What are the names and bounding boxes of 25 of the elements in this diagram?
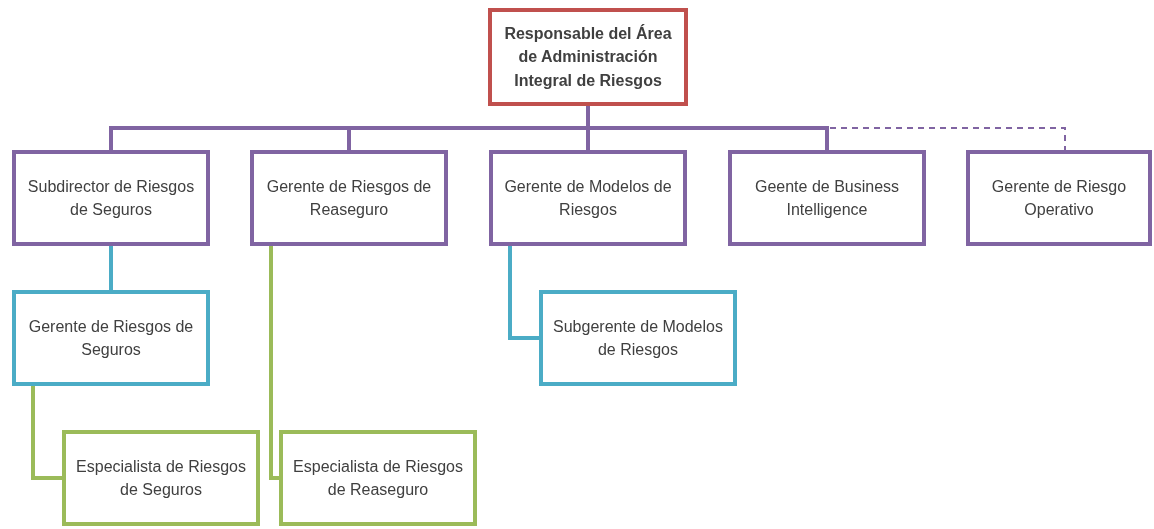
position-box [62, 430, 260, 526]
position-title: Subdirector de Riesgos de Seguros [26, 176, 196, 220]
position-title: Geente de Business Intelligence [753, 176, 901, 220]
position-box [489, 150, 687, 246]
position-title: Subgerente de Modelos de Riesgos [552, 316, 724, 360]
position-box [250, 150, 448, 246]
connector-line [269, 246, 279, 480]
position-title: Responsable del Área de Administración Integral de Riesgos [503, 23, 673, 91]
head-position-box [488, 8, 688, 106]
position-title: Gerente de Modelos de Riesgos [503, 176, 673, 220]
connector-line [508, 246, 539, 340]
position-box [728, 150, 926, 246]
position-box [12, 150, 210, 246]
connector-line [31, 386, 62, 480]
position-title: Especialista de Riesgos de Reaseguro [292, 456, 464, 500]
connector-line [586, 106, 829, 150]
position-title: Gerente de Riesgo Operativo [990, 176, 1128, 220]
position-title: Especialista de Riesgos de Seguros [75, 456, 247, 500]
position-box [279, 430, 477, 526]
connector-line [109, 246, 113, 290]
position-box [966, 150, 1152, 246]
position-box [539, 290, 737, 386]
position-title: Gerente de Riesgos de Reaseguro [265, 176, 433, 220]
position-title: Gerente de Riesgos de Seguros [27, 316, 195, 360]
position-box [12, 290, 210, 386]
